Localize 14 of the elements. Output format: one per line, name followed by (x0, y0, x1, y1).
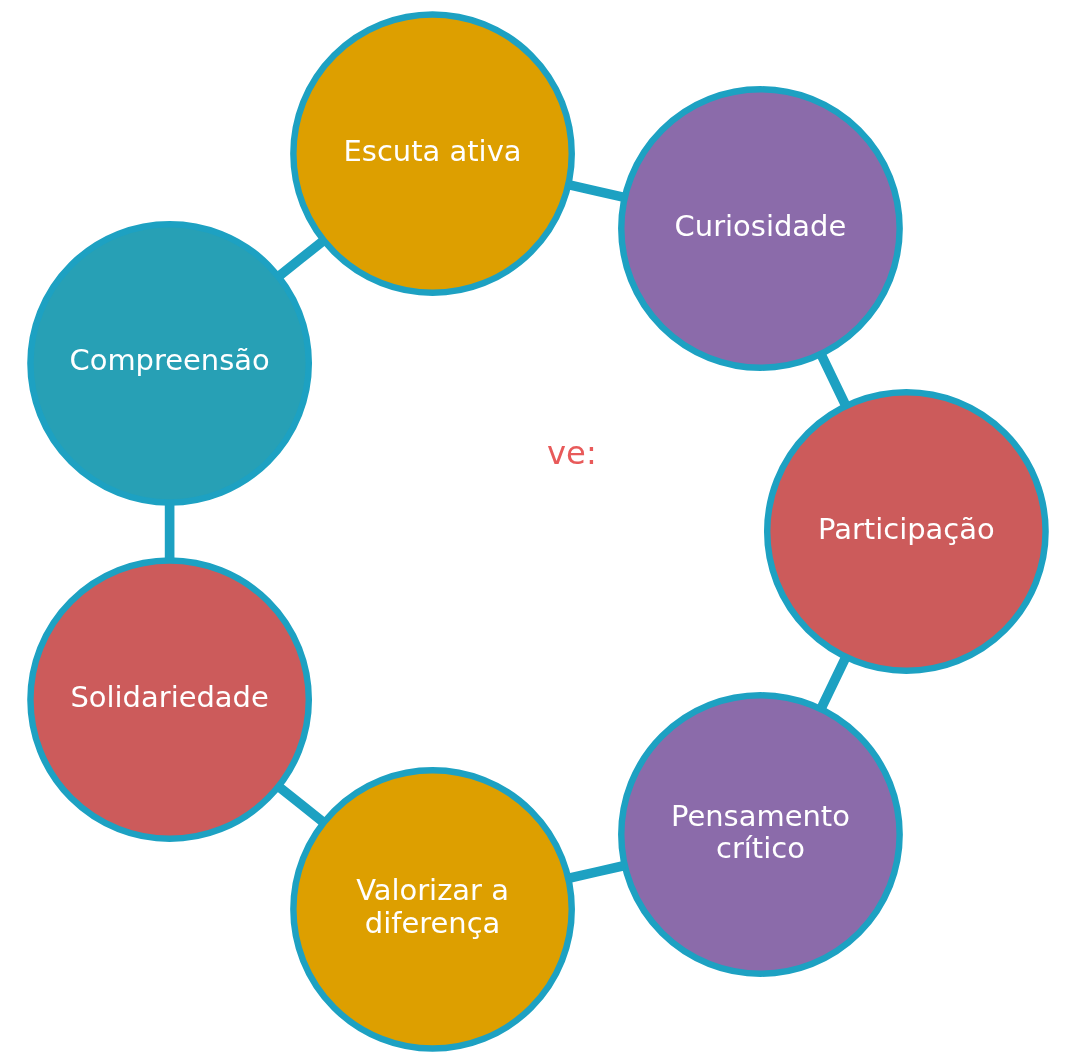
node-circle: Escuta ativa (289, 11, 575, 297)
connector (567, 860, 626, 883)
node-circle: Compreensão (26, 220, 312, 506)
node-circle: Pensamento crítico (617, 692, 903, 977)
node-circle: Valorizar a diferença (289, 766, 575, 1052)
node-circle: Curiosidade (617, 86, 903, 371)
connector (275, 782, 326, 826)
label: ve: (546, 433, 597, 472)
node-circle: Participação (763, 389, 1049, 674)
connector (816, 351, 850, 408)
node-circle: Solidariedade (26, 557, 312, 843)
connector (164, 503, 174, 561)
connector (816, 654, 850, 711)
connector (275, 236, 327, 280)
